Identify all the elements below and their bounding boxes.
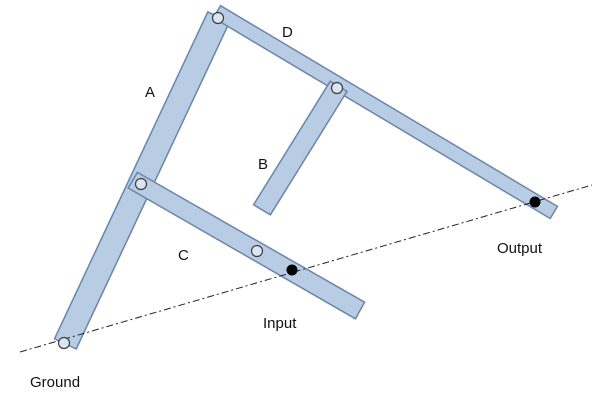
input-point [286,264,298,276]
output-point [529,196,541,208]
link-b-bar [252,80,349,216]
label-input: Input [263,315,297,332]
pivot-bd [330,81,344,95]
pivot-bc [250,244,264,258]
label-output: Output [497,240,543,257]
label-link-c: C [178,247,189,264]
label-link-b: B [258,156,269,173]
link-c-bar [127,171,366,320]
label-ground: Ground [30,374,81,391]
ground-input-output-line [19,184,593,353]
label-link-a: A [145,84,156,101]
label-link-d: D [282,24,293,41]
pivot-top [211,11,225,25]
pivot-ground [57,336,71,350]
pivot-ac [134,177,148,191]
